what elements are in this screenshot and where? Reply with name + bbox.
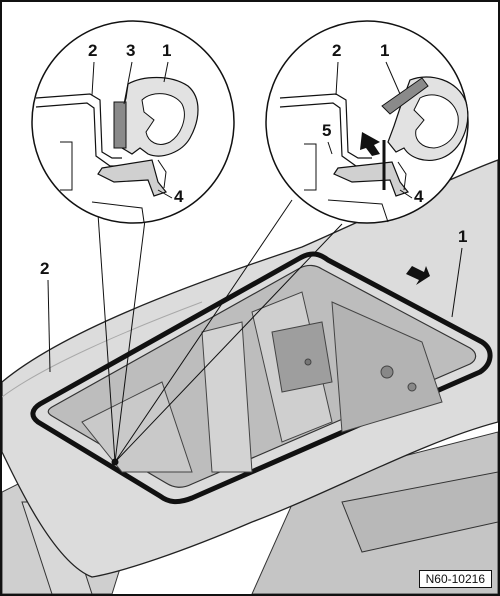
interior-view (81, 291, 443, 473)
callout-roof-label: 2 (40, 259, 49, 278)
right-callout-tool: 5 (322, 121, 331, 140)
right-callout-roof: 2 (332, 41, 341, 60)
seal-arrow-icon (406, 266, 430, 285)
left-callout-trim: 3 (126, 41, 135, 60)
main-view: 2 1 (2, 159, 498, 594)
right-callout-frame: 4 (414, 187, 424, 206)
callout-seal-label: 1 (458, 227, 467, 246)
detail-leaders (97, 199, 343, 466)
tool-arrow-icon (360, 132, 380, 156)
detail-circle-right: 2 1 5 4 (265, 20, 469, 224)
detail-circle-left: 2 3 1 4 (31, 20, 235, 224)
roof-seal-outline (30, 251, 493, 505)
left-callout-frame: 4 (174, 187, 184, 206)
right-callout-seal: 1 (380, 41, 389, 60)
left-callout-seal: 1 (162, 41, 171, 60)
figure-reference-code: N60-10216 (418, 570, 492, 588)
left-callout-roof: 2 (88, 41, 97, 60)
